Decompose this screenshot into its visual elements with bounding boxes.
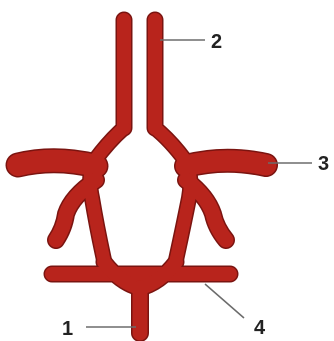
label-2: 2 <box>211 31 222 53</box>
leader-line-4 <box>205 284 244 318</box>
right-lateral-branch <box>186 161 266 166</box>
label-4: 4 <box>254 317 266 339</box>
vessels <box>18 20 266 333</box>
label-1: 1 <box>62 318 73 340</box>
left-lateral-branch <box>18 161 96 166</box>
label-3: 3 <box>318 153 329 175</box>
